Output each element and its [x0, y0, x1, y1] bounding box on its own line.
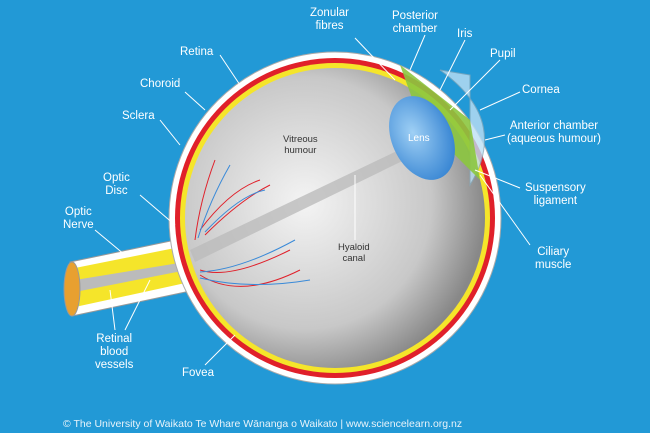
label-sclera: Sclera	[122, 110, 155, 122]
label-anterior-chamber: Anterior chamber (aqueous humour)	[507, 120, 601, 145]
label-retina: Retina	[180, 46, 214, 58]
label-zonular-fibres: Zonular fibres	[310, 7, 349, 32]
label-optic-nerve: Optic Nerve	[63, 206, 94, 231]
leader-lines	[94, 34, 531, 366]
label-ciliary-muscle: Ciliary muscle	[535, 246, 572, 271]
label-vitreous-humour: Vitreous humour	[283, 134, 318, 156]
blood-vessels	[194, 159, 311, 287]
label-cornea: Cornea	[522, 84, 560, 96]
label-lens: Lens	[408, 133, 430, 144]
label-optic-disc: Optic Disc	[103, 172, 130, 197]
optic-nerve	[63, 237, 196, 317]
label-choroid: Choroid	[140, 78, 181, 90]
hyaloid-canal	[190, 140, 425, 262]
copyright-footer: © The University of Waikato Te Whare Wān…	[63, 418, 463, 430]
label-hyaloid-canal: Hyaloid canal	[338, 242, 370, 264]
label-iris: Iris	[457, 28, 473, 40]
label-pupil: Pupil	[490, 48, 516, 60]
lens	[389, 96, 455, 180]
label-suspensory-ligament: Suspensory ligament	[525, 182, 586, 207]
label-retinal-blood-vessels: Retinal blood vessels	[95, 333, 134, 371]
label-posterior-chamber: Posterior chamber	[392, 10, 439, 35]
label-fovea: Fovea	[182, 367, 214, 379]
